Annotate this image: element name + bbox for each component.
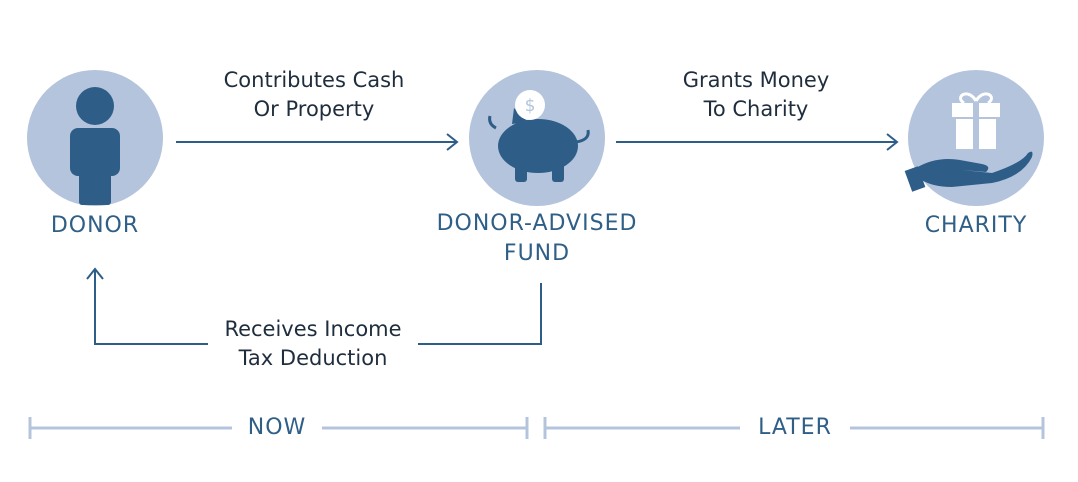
timeline-now-label: NOW bbox=[232, 413, 322, 443]
fund-label: DONOR-ADVISED FUND bbox=[410, 209, 664, 269]
person-icon bbox=[70, 87, 120, 205]
timeline bbox=[28, 417, 1045, 439]
coin-symbol: $ bbox=[525, 96, 536, 116]
grants-arrow bbox=[616, 133, 899, 151]
donor-label: DONOR bbox=[50, 213, 140, 238]
fund-node: $ bbox=[469, 70, 605, 206]
gift-in-hand-icon bbox=[904, 92, 1033, 192]
fund-label-line2: FUND bbox=[503, 241, 571, 266]
grants-label: Grants Money To Charity bbox=[682, 68, 830, 121]
timeline-later-label: LATER bbox=[740, 413, 850, 443]
fund-label-line1: DONOR-ADVISED bbox=[436, 211, 638, 236]
charity-node bbox=[904, 70, 1044, 206]
contributes-arrow bbox=[176, 133, 459, 151]
contributes-label: Contributes Cash Or Property bbox=[223, 68, 405, 121]
deduction-label: Receives Income Tax Deduction bbox=[224, 317, 402, 370]
deduction-arrow bbox=[86, 267, 542, 345]
charity-label: CHARITY bbox=[924, 213, 1028, 238]
donor-node bbox=[27, 70, 163, 206]
coin-icon: $ bbox=[515, 90, 545, 120]
